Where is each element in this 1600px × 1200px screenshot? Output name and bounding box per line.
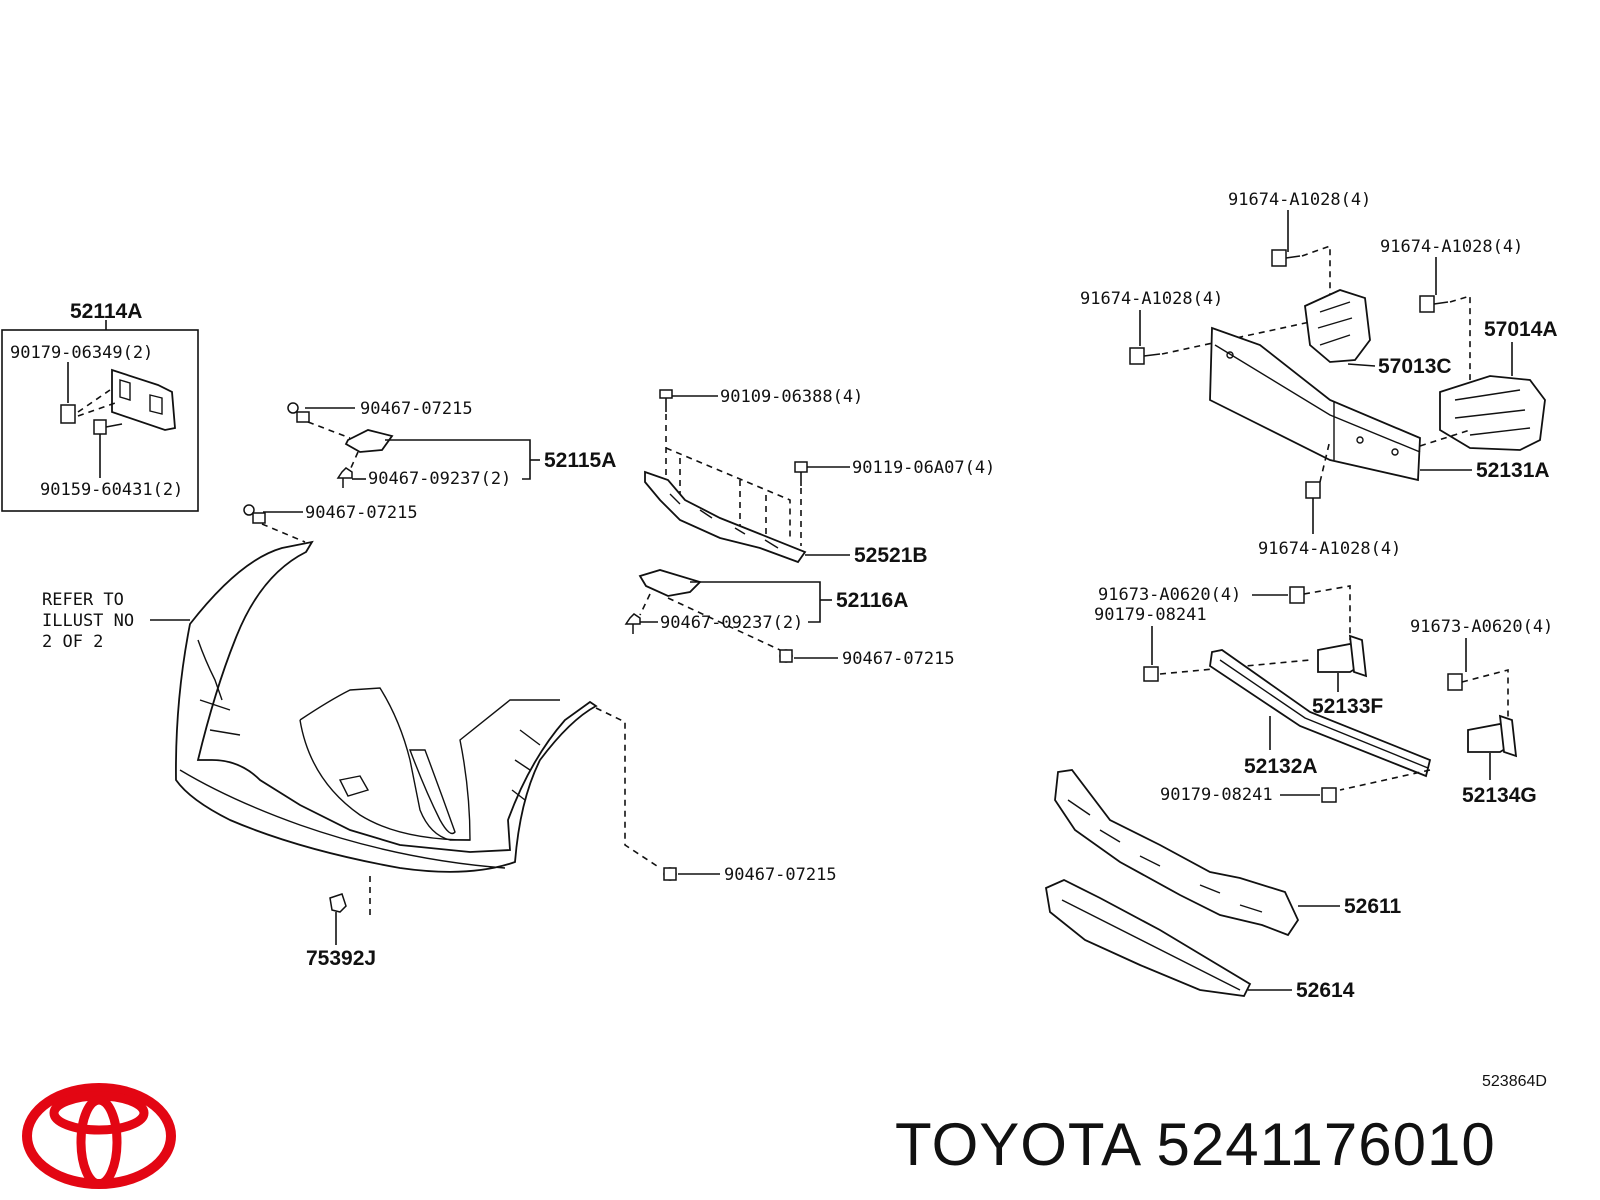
clip-90467-09237-a (336, 467, 353, 488)
bracket-52521B-part (644, 470, 807, 564)
bracket-52115A-part (344, 429, 394, 453)
callout-52115A[interactable]: 52115A (544, 449, 616, 472)
clip-90467-07215-b (243, 504, 255, 516)
group-52116A: 52116A 90467-09237(2) 90467-07215 (624, 569, 955, 669)
brand-name: TOYOTA (895, 1111, 1139, 1178)
toyota-logo (22, 1083, 176, 1189)
callout-90179-08241-a[interactable]: 90179-08241 (1094, 605, 1207, 625)
callout-90467-07215-d[interactable]: 90467-07215 (724, 865, 837, 885)
clip-90467-07215-a (287, 402, 299, 414)
refer-note: REFER TO ILLUST NO 2 OF 2 (42, 590, 134, 652)
nut-90179-06349 (60, 404, 76, 424)
group-52132A: 91673-A0620(4) 90179-08241 52133F 91673-… (1094, 585, 1553, 807)
cover-52614-part (1044, 879, 1252, 997)
callout-90159-60431[interactable]: 90159-60431(2) (40, 480, 183, 500)
refer-note-line-2: ILLUST NO (42, 611, 134, 631)
bolt-91674-A1028-left (1129, 347, 1145, 365)
callout-90467-07215-c[interactable]: 90467-07215 (842, 649, 955, 669)
callout-52614[interactable]: 52614 (1296, 979, 1355, 1002)
clip-90467-09237-b (624, 613, 641, 634)
front-bumper-cover (150, 540, 598, 873)
part-number: 5241176010 (1156, 1111, 1496, 1178)
refer-note-line-1: REFER TO (42, 590, 124, 610)
callout-91674-A1028-right[interactable]: 91674-A1028(4) (1380, 237, 1523, 257)
bolt-91673-A0620-a (1289, 586, 1305, 604)
callout-90179-06349[interactable]: 90179-06349(2) (10, 343, 153, 363)
group-52114A: 52114A 90179-06349(2) 90159-60431(2) (1, 300, 199, 512)
group-75392J: 75392J (306, 876, 376, 970)
callout-91673-A0620-a[interactable]: 91673-A0620(4) (1098, 585, 1241, 605)
bolt-90119-06A07 (794, 461, 808, 473)
callout-90467-09237-a[interactable]: 90467-09237(2) (368, 469, 511, 489)
detail-box-52114A (1, 329, 199, 512)
callout-52132A[interactable]: 52132A (1244, 755, 1318, 778)
group-52131A: 91674-A1028(4) 91674-A1028(4) 91674-A102… (1080, 190, 1558, 559)
callout-57013C[interactable]: 57013C (1378, 355, 1452, 378)
bolt-91674-A1028-right (1419, 295, 1435, 313)
group-90467-07215-d: 90467-07215 (595, 707, 837, 885)
callout-90119-06A07[interactable]: 90119-06A07(4) (852, 458, 995, 478)
callout-57014A[interactable]: 57014A (1484, 318, 1558, 341)
callout-52134G[interactable]: 52134G (1462, 784, 1537, 807)
reinforcement-52131A-part (1209, 326, 1421, 482)
group-52115A: 90467-07215 90467-09237(2) 52115A 90467-… (243, 399, 616, 543)
bracket-57014A-part (1439, 375, 1546, 451)
nut-90179-08241-b (1321, 787, 1337, 803)
callout-90179-08241-b[interactable]: 90179-08241 (1160, 785, 1273, 805)
callout-91674-A1028-bottom[interactable]: 91674-A1028(4) (1258, 539, 1401, 559)
brand-part-number: TOYOTA 5241176010 (895, 1110, 1496, 1179)
callout-52521B[interactable]: 52521B (854, 544, 928, 567)
callout-90467-07215-a[interactable]: 90467-07215 (360, 399, 473, 419)
bolt-91674-A1028-bottom (1305, 481, 1321, 499)
callout-52114A[interactable]: 52114A (70, 300, 142, 323)
callout-91673-A0620-b[interactable]: 91673-A0620(4) (1410, 617, 1553, 637)
retainer-52611-part (1054, 769, 1300, 937)
callout-52611[interactable]: 52611 (1344, 895, 1402, 918)
callout-91674-A1028-top[interactable]: 91674-A1028(4) (1228, 190, 1371, 210)
bolt-91674-A1028-top (1271, 249, 1287, 267)
bolt-90109-06388 (659, 389, 673, 399)
callout-90467-09237-b[interactable]: 90467-09237(2) (660, 613, 803, 633)
callout-75392J[interactable]: 75392J (306, 947, 376, 970)
refer-note-line-3: 2 OF 2 (42, 632, 103, 652)
callout-91674-A1028-left[interactable]: 91674-A1028(4) (1080, 289, 1223, 309)
bracket-52116A-part (638, 569, 702, 597)
license-bracket-part (111, 368, 176, 431)
nut-90179-08241-a (1143, 666, 1159, 682)
screw-90159-60431 (93, 419, 107, 435)
bumper-cover-part (175, 540, 598, 873)
callout-90109-06388[interactable]: 90109-06388(4) (720, 387, 863, 407)
callout-90467-07215-b[interactable]: 90467-07215 (305, 503, 418, 523)
group-52521B: 90109-06388(4) 90119-06A07(4) 52521B (644, 387, 995, 567)
bracket-57013C-part (1304, 289, 1371, 363)
callout-52116A[interactable]: 52116A (836, 589, 908, 612)
callout-52133F[interactable]: 52133F (1312, 695, 1383, 718)
diagram-code: 523864D (1482, 1073, 1547, 1090)
group-52614: 52614 (1044, 879, 1355, 1002)
group-52611: 52611 (1054, 769, 1402, 937)
bolt-91673-A0620-b (1447, 673, 1463, 691)
clip-75392J (329, 893, 347, 913)
callout-52131A[interactable]: 52131A (1476, 459, 1550, 482)
